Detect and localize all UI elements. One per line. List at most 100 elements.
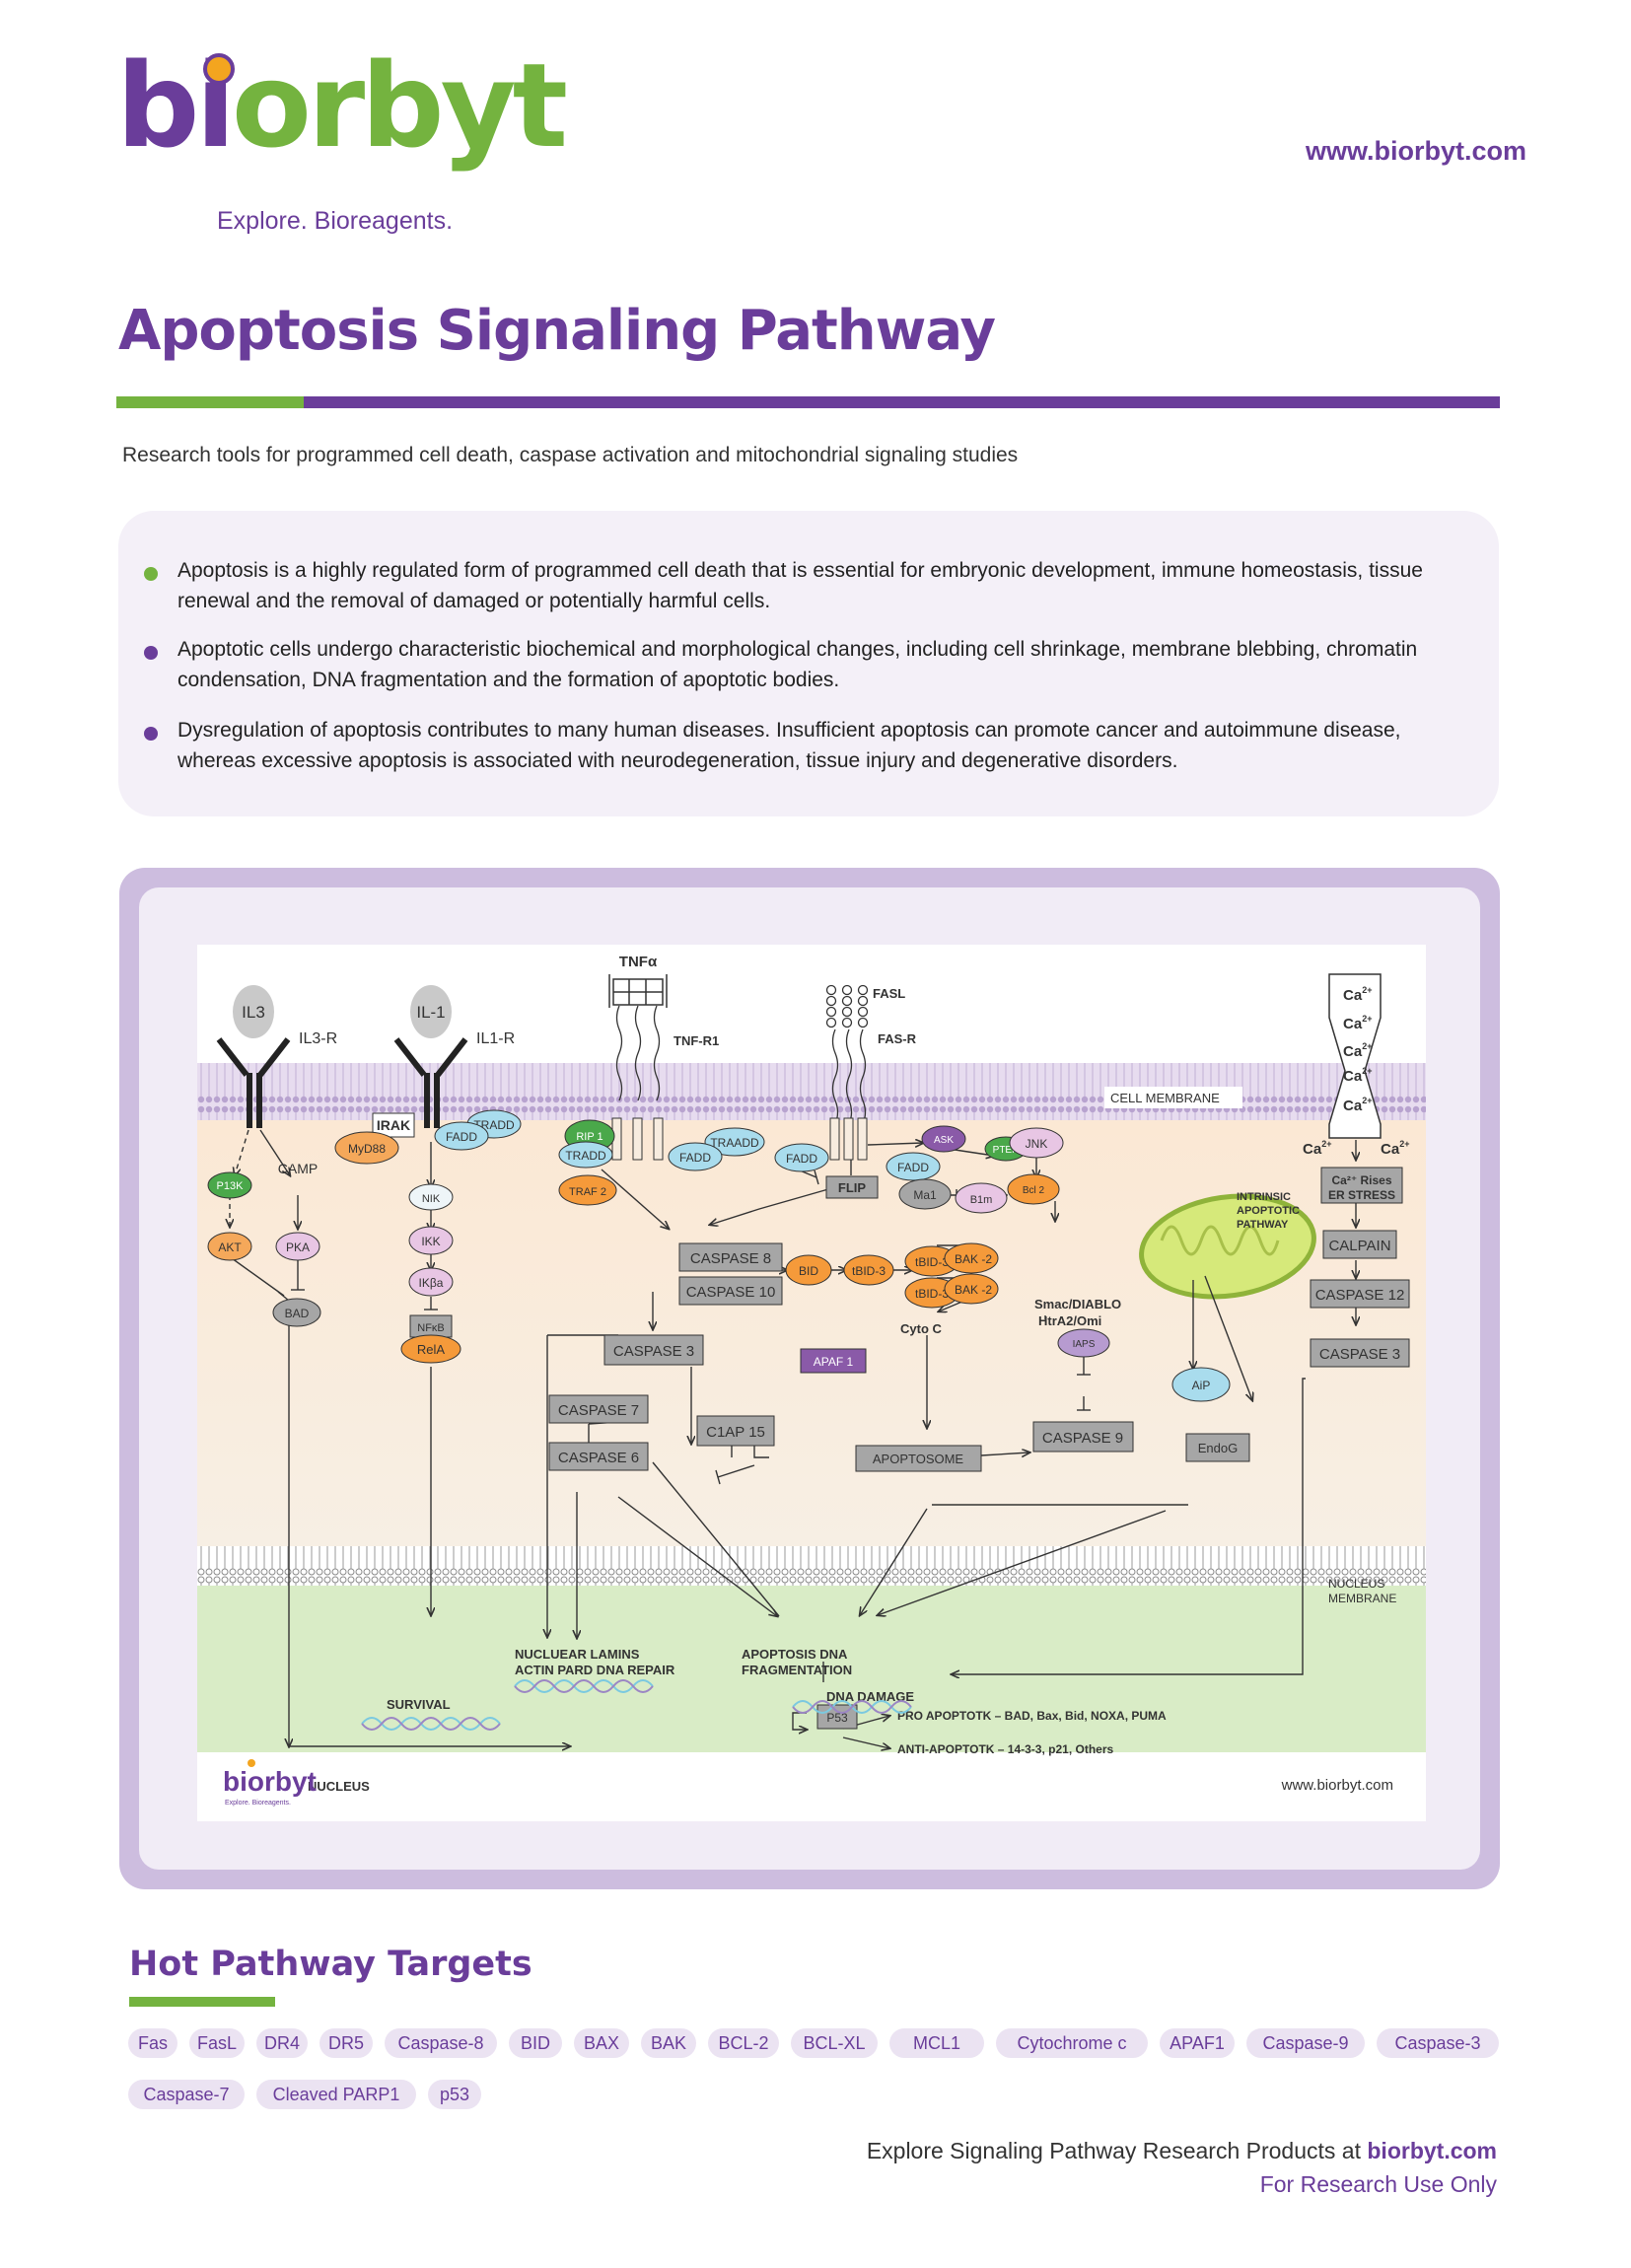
title-rule-green <box>116 396 304 408</box>
intrinsic-label: APOPTOTIC <box>1237 1205 1300 1217</box>
fadd-node-4: FADD <box>897 1161 929 1174</box>
target-chip[interactable]: APAF1 <box>1160 2028 1235 2058</box>
intro-panel: Apoptosis is a highly regulated form of … <box>118 511 1499 816</box>
intro-bullet: Apoptotic cells undergo characteristic b… <box>144 634 1479 695</box>
bak2-node: BAK -2 <box>955 1252 992 1266</box>
target-chip[interactable]: BCL-2 <box>708 2028 779 2058</box>
bullet-text: Dysregulation of apoptosis contributes t… <box>177 719 1401 772</box>
nucleus-membrane-label: NUCLEUS <box>1328 1577 1384 1591</box>
nfkb-node: NFκB <box>417 1322 445 1334</box>
tnf-receptor <box>615 1005 661 1101</box>
diagram-website: www.biorbyt.com <box>1281 1777 1393 1794</box>
target-chip[interactable]: BAX <box>574 2028 629 2058</box>
cell-membrane-label: CELL MEMBRANE <box>1110 1091 1220 1105</box>
b1m-node: B1m <box>970 1194 993 1206</box>
website-link[interactable]: www.biorbyt.com <box>1305 136 1526 166</box>
bad-node: BAD <box>285 1307 310 1320</box>
caspase8-node: CASPASE 8 <box>690 1250 771 1267</box>
caspase3-right-node: CASPASE 3 <box>1319 1346 1400 1363</box>
fas-receptor <box>831 1028 867 1125</box>
footer-note: For Research Use Only <box>1259 2171 1497 2197</box>
fadd-node-3: FADD <box>786 1152 817 1166</box>
tradd-node-2: TRADD <box>565 1149 606 1163</box>
tbid3-node-3: tBID-3 <box>915 1287 949 1301</box>
fadd-node-2: FADD <box>679 1151 711 1165</box>
bullet-text: Apoptotic cells undergo characteristic b… <box>177 638 1418 691</box>
target-chip[interactable]: MCL1 <box>889 2028 984 2058</box>
irak-node: IRAK <box>377 1117 410 1133</box>
caspase3-node: CASPASE 3 <box>613 1343 694 1360</box>
il3r-label: IL3-R <box>299 1030 337 1047</box>
target-chip[interactable]: DR4 <box>256 2028 308 2058</box>
jnk-node: JNK <box>1026 1137 1048 1151</box>
target-chip[interactable]: BID <box>509 2028 562 2058</box>
target-chip[interactable]: BCL-XL <box>791 2028 878 2058</box>
caspase6-node: CASPASE 6 <box>558 1450 639 1466</box>
bullet-dot-icon <box>144 646 158 660</box>
target-chip[interactable]: Caspase-3 <box>1377 2028 1499 2058</box>
anti-apoptotk-label: ANTI-APOPTOTK – 14-3-3, p21, Others <box>897 1742 1113 1756</box>
il1-receptor <box>393 1037 468 1077</box>
nucleus-membrane <box>197 1546 1426 1586</box>
fasr-label: FAS-R <box>878 1031 917 1046</box>
target-chip[interactable]: Caspase-9 <box>1246 2028 1365 2058</box>
target-chip[interactable]: DR5 <box>319 2028 373 2058</box>
il1r-label: IL1-R <box>476 1030 515 1047</box>
ca-ion-label: Ca2+ <box>1343 1041 1372 1060</box>
intrinsic-label: INTRINSIC <box>1237 1191 1291 1203</box>
target-chip[interactable]: Fas <box>128 2028 177 2058</box>
diagram-logo-tagline: Explore. Bioreagents. <box>225 1800 291 1807</box>
tnfa-label: TNFα <box>619 954 658 970</box>
c1ap15-node: C1AP 15 <box>706 1424 765 1441</box>
nik-node: NIK <box>422 1193 441 1205</box>
myd88-node: MyD88 <box>348 1142 386 1156</box>
bullet-text: Apoptosis is a highly regulated form of … <box>177 559 1423 612</box>
footer-cta: Explore Signaling Pathway Research Produ… <box>867 2138 1497 2164</box>
ma1-node: Ma1 <box>913 1188 937 1202</box>
calcium-channel <box>1328 973 1382 1139</box>
ikba-node: IKβa <box>419 1276 444 1290</box>
ca-ion-label: Ca2+ <box>1343 985 1372 1004</box>
ca-rises-label: Ca²⁺ Rises <box>1331 1173 1391 1187</box>
intro-bullet: Apoptosis is a highly regulated form of … <box>144 555 1479 616</box>
il3-ligand <box>233 985 274 1038</box>
target-chip[interactable]: FasL <box>189 2028 245 2058</box>
nucleus-membrane-label: MEMBRANE <box>1328 1592 1396 1605</box>
title-rule-purple <box>304 396 1500 408</box>
smac-label: Smac/DIABLO <box>1034 1297 1121 1311</box>
bid-node: BID <box>799 1264 818 1278</box>
footer-site-link[interactable]: biorbyt.com <box>1367 2138 1497 2163</box>
target-chip[interactable]: BAK <box>641 2028 696 2058</box>
target-chip[interactable]: Cytochrome c <box>996 2028 1148 2058</box>
apoptosis-dna-label: FRAGMENTATION <box>742 1663 852 1677</box>
cytoc-label: Cyto C <box>900 1321 943 1336</box>
dna-helix-icon <box>361 1717 501 1731</box>
target-chip[interactable]: Cleaved PARP1 <box>256 2080 416 2109</box>
biorbyt-logo: biorbyt Explore. Bioreagents. <box>116 47 590 245</box>
er-stress-label: ER STRESS <box>1328 1188 1395 1202</box>
ca-ion-label: Ca2+ <box>1343 1066 1372 1085</box>
il1-label: IL-1 <box>416 1003 445 1022</box>
diagram-frame: IL3 IL3-R IL-1 IL1-R TNFα TNF-R1 <box>119 868 1500 1889</box>
mitochondrion-icon <box>1139 1193 1316 1300</box>
apoptosis-pathway-diagram: IL3 IL3-R IL-1 IL1-R TNFα TNF-R1 <box>197 945 1426 1821</box>
fasl-label: FASL <box>873 986 905 1001</box>
target-chip[interactable]: Caspase-8 <box>385 2028 497 2058</box>
caspase10-node: CASPASE 10 <box>686 1284 776 1301</box>
target-chip[interactable]: Caspase-7 <box>128 2080 245 2109</box>
bcl2-node: Bcl 2 <box>1023 1185 1045 1196</box>
aip-node: AiP <box>1192 1379 1211 1392</box>
logo-dot-icon <box>203 53 235 85</box>
apoptosis-dna-label: APOPTOSIS DNA <box>742 1647 848 1662</box>
diagram-logo-dot-icon <box>248 1759 255 1767</box>
tbid3-node: tBID-3 <box>852 1264 886 1278</box>
page-title: Apoptosis Signaling Pathway <box>118 299 996 363</box>
target-chip[interactable]: p53 <box>428 2080 481 2109</box>
ca-ion-label: Ca2+ <box>1381 1139 1409 1158</box>
bullet-dot-icon <box>144 727 158 741</box>
footer-prefix: Explore Signaling Pathway Research Produ… <box>866 2138 1368 2163</box>
caspase7-node: CASPASE 7 <box>558 1402 639 1419</box>
apoptosome-node: APOPTOSOME <box>873 1452 964 1466</box>
nucleus-label: NUCLEUS <box>308 1779 370 1794</box>
ikk-node: IKK <box>421 1235 440 1248</box>
